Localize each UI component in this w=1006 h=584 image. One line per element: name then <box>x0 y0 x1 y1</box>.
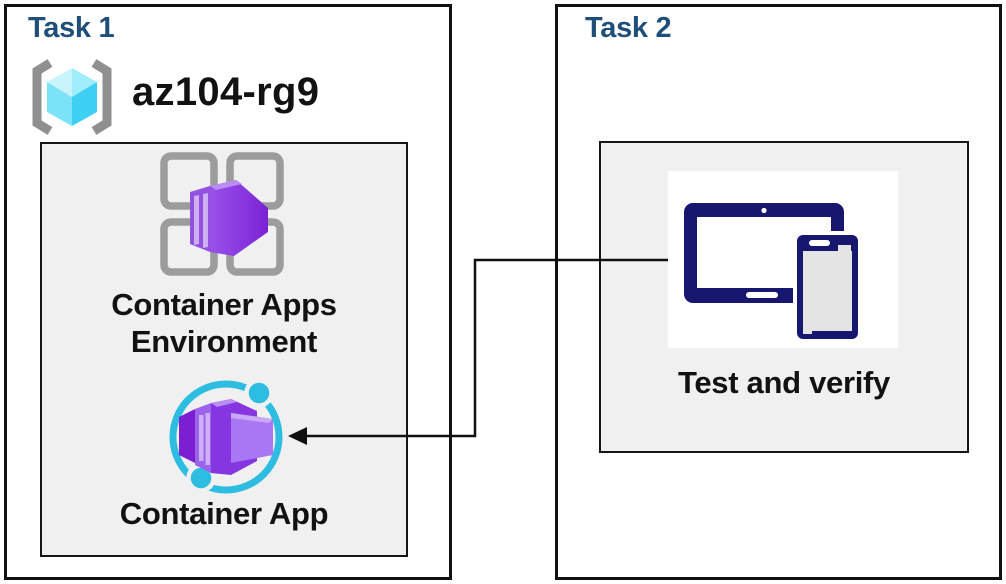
resource-group-icon <box>32 59 112 135</box>
test-and-verify-label: Test and verify <box>677 365 890 400</box>
test-and-verify-card <box>668 171 898 348</box>
task2-title: Task 2 <box>585 12 672 44</box>
environment-label-line2: Environment <box>130 324 318 359</box>
environment-label-line1: Container Apps <box>111 287 337 322</box>
task1-title: Task 1 <box>28 12 115 44</box>
devices-icon <box>684 203 862 343</box>
container-app-label: Container App <box>119 496 329 531</box>
task1-inner-panel: Container Apps Environment Container App <box>40 142 408 557</box>
resource-group-name: az104-rg9 <box>132 70 320 114</box>
container-apps-environment-icon <box>160 152 284 276</box>
task2-box: Task 2 Test and verify <box>555 4 1002 580</box>
task1-box: Task 1 az104-rg9 <box>4 4 452 580</box>
container-app-icon <box>169 379 283 494</box>
task2-inner-panel: Test and verify <box>599 141 969 453</box>
environment-label: Container Apps Environment <box>42 286 406 360</box>
